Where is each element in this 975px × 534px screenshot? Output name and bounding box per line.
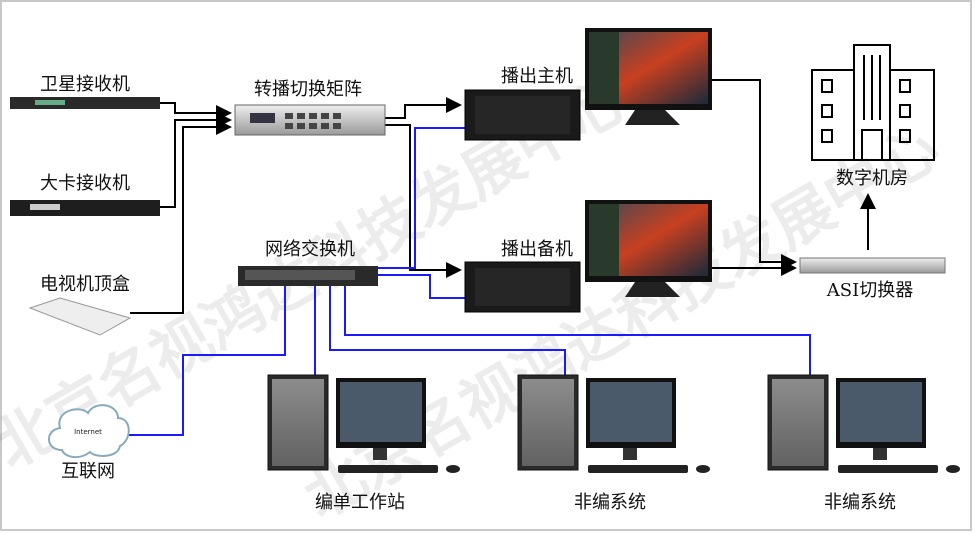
card-receiver: 大卡接收机 <box>10 173 160 216</box>
signal-lines <box>130 79 876 314</box>
svg-text:编单工作站: 编单工作站 <box>315 492 405 513</box>
svg-text:互联网: 互联网 <box>61 461 115 482</box>
svg-text:ASI切换器: ASI切换器 <box>826 280 913 301</box>
network-switch: 网络交换机 <box>238 239 378 286</box>
nle-workstation-1: 非编系统 <box>517 374 711 513</box>
switching-matrix: 转播切换矩阵 <box>234 79 386 136</box>
set-top-box: 电视机顶盒 <box>28 274 132 336</box>
digital-room-building <box>811 44 935 161</box>
svg-text:转播切换矩阵: 转播切换矩阵 <box>254 79 362 100</box>
svg-text:非编系统: 非编系统 <box>824 492 896 513</box>
svg-text:非编系统: 非编系统 <box>574 492 646 513</box>
svg-text:大卡接收机: 大卡接收机 <box>40 173 130 194</box>
edit-workstation: 编单工作站 <box>267 374 461 513</box>
nle-workstation-2: 非编系统 <box>767 374 961 513</box>
main-playout-server: 播出主机 <box>464 27 713 141</box>
svg-text:网络交换机: 网络交换机 <box>265 239 355 260</box>
backup-playout-server: 播出备机 <box>464 199 713 313</box>
svg-text:卫星接收机: 卫星接收机 <box>40 74 130 95</box>
svg-text:播出备机: 播出备机 <box>501 239 573 260</box>
svg-text:Internet: Internet <box>74 428 102 436</box>
network-lines <box>128 127 811 436</box>
svg-text:电视机顶盒: 电视机顶盒 <box>40 274 130 295</box>
svg-text:播出主机: 播出主机 <box>501 66 573 87</box>
asi-switcher: ASI切换器 <box>799 257 946 301</box>
internet-cloud: Internet 互联网 <box>48 404 130 482</box>
satellite-receiver: 卫星接收机 <box>10 74 160 109</box>
digital-room-label: 数字机房 <box>836 168 908 189</box>
